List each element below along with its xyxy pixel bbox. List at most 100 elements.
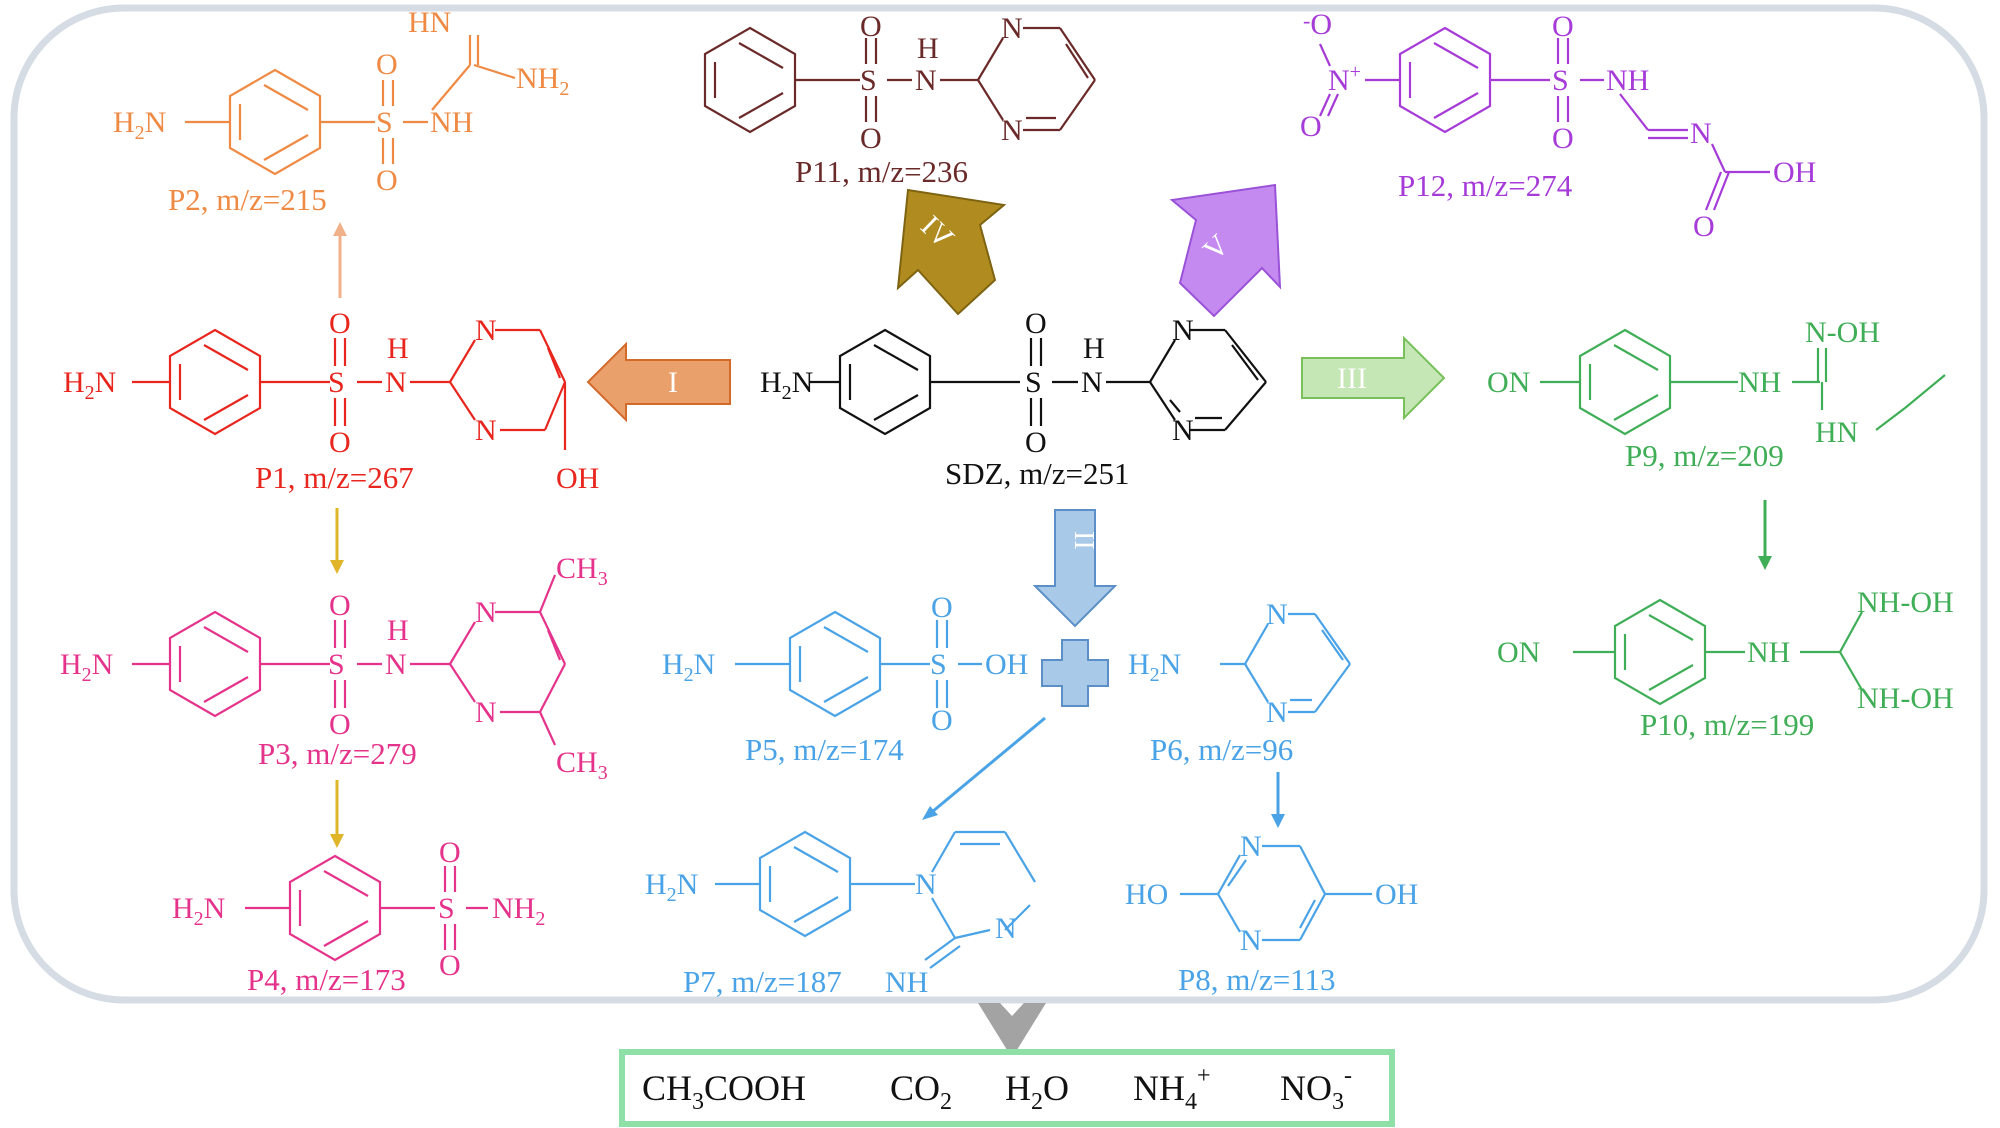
p7-atoms: H2N N N NH P7, m/z=187 bbox=[645, 868, 1017, 999]
sdz-s: S bbox=[1025, 366, 1042, 399]
p12-structure bbox=[1318, 26, 1770, 211]
plus-sign bbox=[1041, 639, 1109, 707]
p9-label: P9, m/z=209 bbox=[1625, 438, 1784, 473]
svg-text:N: N bbox=[1266, 696, 1288, 729]
p12-label: P12, m/z=274 bbox=[1398, 168, 1573, 203]
final-products-box bbox=[619, 1049, 1395, 1127]
p3-label: P3, m/z=279 bbox=[258, 736, 417, 771]
svg-text:N: N bbox=[1240, 830, 1262, 863]
svg-text:N-OH: N-OH bbox=[1805, 316, 1880, 349]
p11-atoms: S O O N H N N P11, m/z=236 bbox=[795, 10, 1023, 189]
svg-text:N: N bbox=[995, 912, 1017, 945]
svg-text:NH-OH: NH-OH bbox=[1857, 682, 1954, 715]
svg-text:H2N: H2N bbox=[172, 892, 225, 930]
svg-text:N: N bbox=[475, 414, 497, 447]
svg-text:H2N: H2N bbox=[645, 868, 698, 906]
p9-atoms: ON NH N-OH HN P9, m/z=209 bbox=[1487, 316, 1880, 473]
p6-structure bbox=[1220, 612, 1351, 714]
p1-structure bbox=[132, 328, 567, 450]
sdz-o-top: O bbox=[1025, 307, 1047, 340]
svg-text:O: O bbox=[1552, 122, 1574, 155]
svg-text:O: O bbox=[860, 122, 882, 155]
p10-structure bbox=[1573, 598, 1863, 706]
p12-atoms: -O N+ O S O O NH N OH O P12, m/z=274 bbox=[1300, 8, 1816, 243]
svg-text:N: N bbox=[1690, 117, 1712, 150]
svg-text:N: N bbox=[475, 696, 497, 729]
p8-atoms: HO N N OH P8, m/z=113 bbox=[1125, 830, 1418, 997]
p2-structure bbox=[185, 35, 516, 176]
p8-structure bbox=[1180, 844, 1372, 942]
svg-text:O: O bbox=[376, 164, 398, 197]
svg-text:H2N: H2N bbox=[1128, 648, 1181, 686]
svg-text:O: O bbox=[1552, 10, 1574, 43]
svg-text:O: O bbox=[439, 949, 461, 982]
svg-text:S: S bbox=[930, 648, 947, 681]
svg-text:NH2: NH2 bbox=[492, 892, 545, 930]
svg-text:S: S bbox=[860, 64, 877, 97]
svg-text:H2N: H2N bbox=[662, 648, 715, 686]
svg-text:NH: NH bbox=[430, 106, 473, 139]
svg-text:NH-OH: NH-OH bbox=[1857, 586, 1954, 619]
pathway-arrow-V: V bbox=[1169, 183, 1282, 318]
sdz-n: N bbox=[1081, 366, 1103, 399]
svg-text:HN: HN bbox=[1815, 416, 1858, 449]
svg-text:N: N bbox=[1001, 114, 1023, 147]
svg-text:HN: HN bbox=[408, 6, 451, 39]
final-ammonium: NH4+ bbox=[1133, 1063, 1211, 1115]
svg-text:N: N bbox=[1001, 12, 1023, 45]
svg-text:S: S bbox=[376, 106, 393, 139]
svg-text:H2N: H2N bbox=[113, 106, 166, 144]
p10-atoms: ON NH NH-OH NH-OH P10, m/z=199 bbox=[1497, 586, 1954, 742]
svg-text:O: O bbox=[1693, 210, 1715, 243]
sdz-label: SDZ, m/z=251 bbox=[945, 456, 1130, 491]
svg-text:H2N: H2N bbox=[63, 366, 116, 404]
sdz-atoms: H2N S O O N H N N SDZ, m/z=251 bbox=[760, 307, 1194, 491]
p6-atoms: H2N N N P6, m/z=96 bbox=[1128, 598, 1293, 767]
svg-text:OH: OH bbox=[1375, 878, 1418, 911]
svg-text:S: S bbox=[438, 892, 455, 925]
pathway-arrow-III: III bbox=[1301, 335, 1446, 421]
svg-text:NH: NH bbox=[1738, 366, 1781, 399]
svg-text:O: O bbox=[1300, 110, 1322, 143]
svg-text:H2N: H2N bbox=[60, 648, 113, 686]
svg-text:ON: ON bbox=[1487, 366, 1530, 399]
svg-text:N: N bbox=[475, 314, 497, 347]
p2-label: P2, m/z=215 bbox=[168, 182, 327, 217]
p11-label: P11, m/z=236 bbox=[795, 154, 968, 189]
p5-label: P5, m/z=174 bbox=[745, 732, 904, 767]
p7-label: P7, m/z=187 bbox=[683, 964, 842, 999]
svg-text:S: S bbox=[1552, 64, 1569, 97]
svg-text:HO: HO bbox=[1125, 878, 1168, 911]
svg-text:O: O bbox=[329, 426, 351, 459]
final-co2: CO2 bbox=[890, 1068, 952, 1115]
final-products: CH3COOH CO2 H2O NH4+ NO3- bbox=[642, 1063, 1352, 1115]
p6-label: P6, m/z=96 bbox=[1150, 732, 1293, 767]
pathway-arrow-II: II bbox=[1032, 509, 1118, 628]
svg-text:O: O bbox=[931, 704, 953, 737]
sdz-structure bbox=[810, 328, 1267, 436]
p10-label: P10, m/z=199 bbox=[1640, 707, 1814, 742]
svg-text:N: N bbox=[1240, 924, 1262, 957]
svg-text:NH2: NH2 bbox=[516, 62, 569, 100]
svg-text:O: O bbox=[329, 589, 351, 622]
p3-structure bbox=[132, 574, 566, 746]
thin-arrows bbox=[330, 222, 1772, 848]
svg-text:ON: ON bbox=[1497, 636, 1540, 669]
svg-text:NH: NH bbox=[885, 966, 928, 999]
svg-text:H: H bbox=[917, 32, 939, 65]
p9-structure bbox=[1540, 328, 1946, 436]
svg-text:H: H bbox=[387, 332, 409, 365]
p4-structure bbox=[245, 854, 488, 962]
p2-atoms: H2N S O O NH HN NH2 P2, m/z=215 bbox=[113, 6, 569, 217]
svg-text:O: O bbox=[860, 10, 882, 43]
sdz-o-bottom: O bbox=[1025, 426, 1047, 459]
p3-atoms: H2N S O O N H N N CH3 CH3 P3, m/z=279 bbox=[60, 552, 608, 784]
sdz-ring-n2: N bbox=[1172, 414, 1194, 447]
final-nitrate: NO3- bbox=[1280, 1063, 1352, 1115]
p1-label: P1, m/z=267 bbox=[255, 460, 414, 495]
svg-text:O: O bbox=[376, 48, 398, 81]
p5-atoms: H2N S O O OH P5, m/z=174 bbox=[662, 591, 1028, 767]
p5-structure bbox=[735, 610, 982, 718]
p1-atoms: H2N S O O N H N N OH P1, m/z=267 bbox=[63, 307, 599, 495]
